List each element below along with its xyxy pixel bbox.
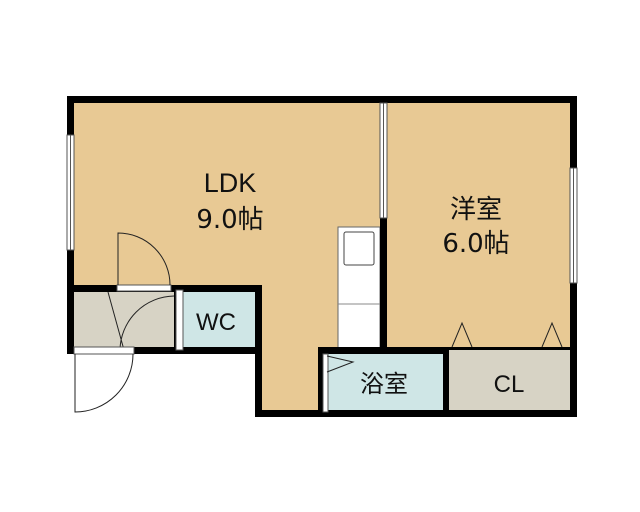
western-room-size: 6.0帖	[442, 229, 509, 259]
ldk-size: 9.0帖	[196, 205, 263, 235]
kitchen-counter	[337, 226, 381, 353]
ldk-label: LDK	[204, 168, 257, 198]
bath-floor	[322, 352, 446, 414]
bath-door-icon	[326, 355, 355, 373]
wc-floor	[178, 290, 258, 350]
western-room-floor	[383, 100, 573, 352]
entrance-floor	[70, 290, 178, 350]
wc-door-icon	[107, 291, 175, 351]
ldk-floor	[70, 100, 383, 290]
entrance-door-icon	[74, 353, 134, 413]
windows	[66, 102, 578, 284]
closet-floor	[446, 350, 573, 412]
doors	[73, 232, 563, 413]
ldk-door-icon	[117, 232, 171, 286]
closet-door-icon	[451, 321, 563, 348]
bath-label: 浴室	[360, 370, 408, 398]
closet-label: CL	[494, 371, 525, 398]
wc-label: WC	[196, 309, 236, 336]
western-room-label: 洋室	[450, 195, 502, 225]
sink-icon	[343, 231, 375, 266]
door-opening	[116, 284, 172, 292]
